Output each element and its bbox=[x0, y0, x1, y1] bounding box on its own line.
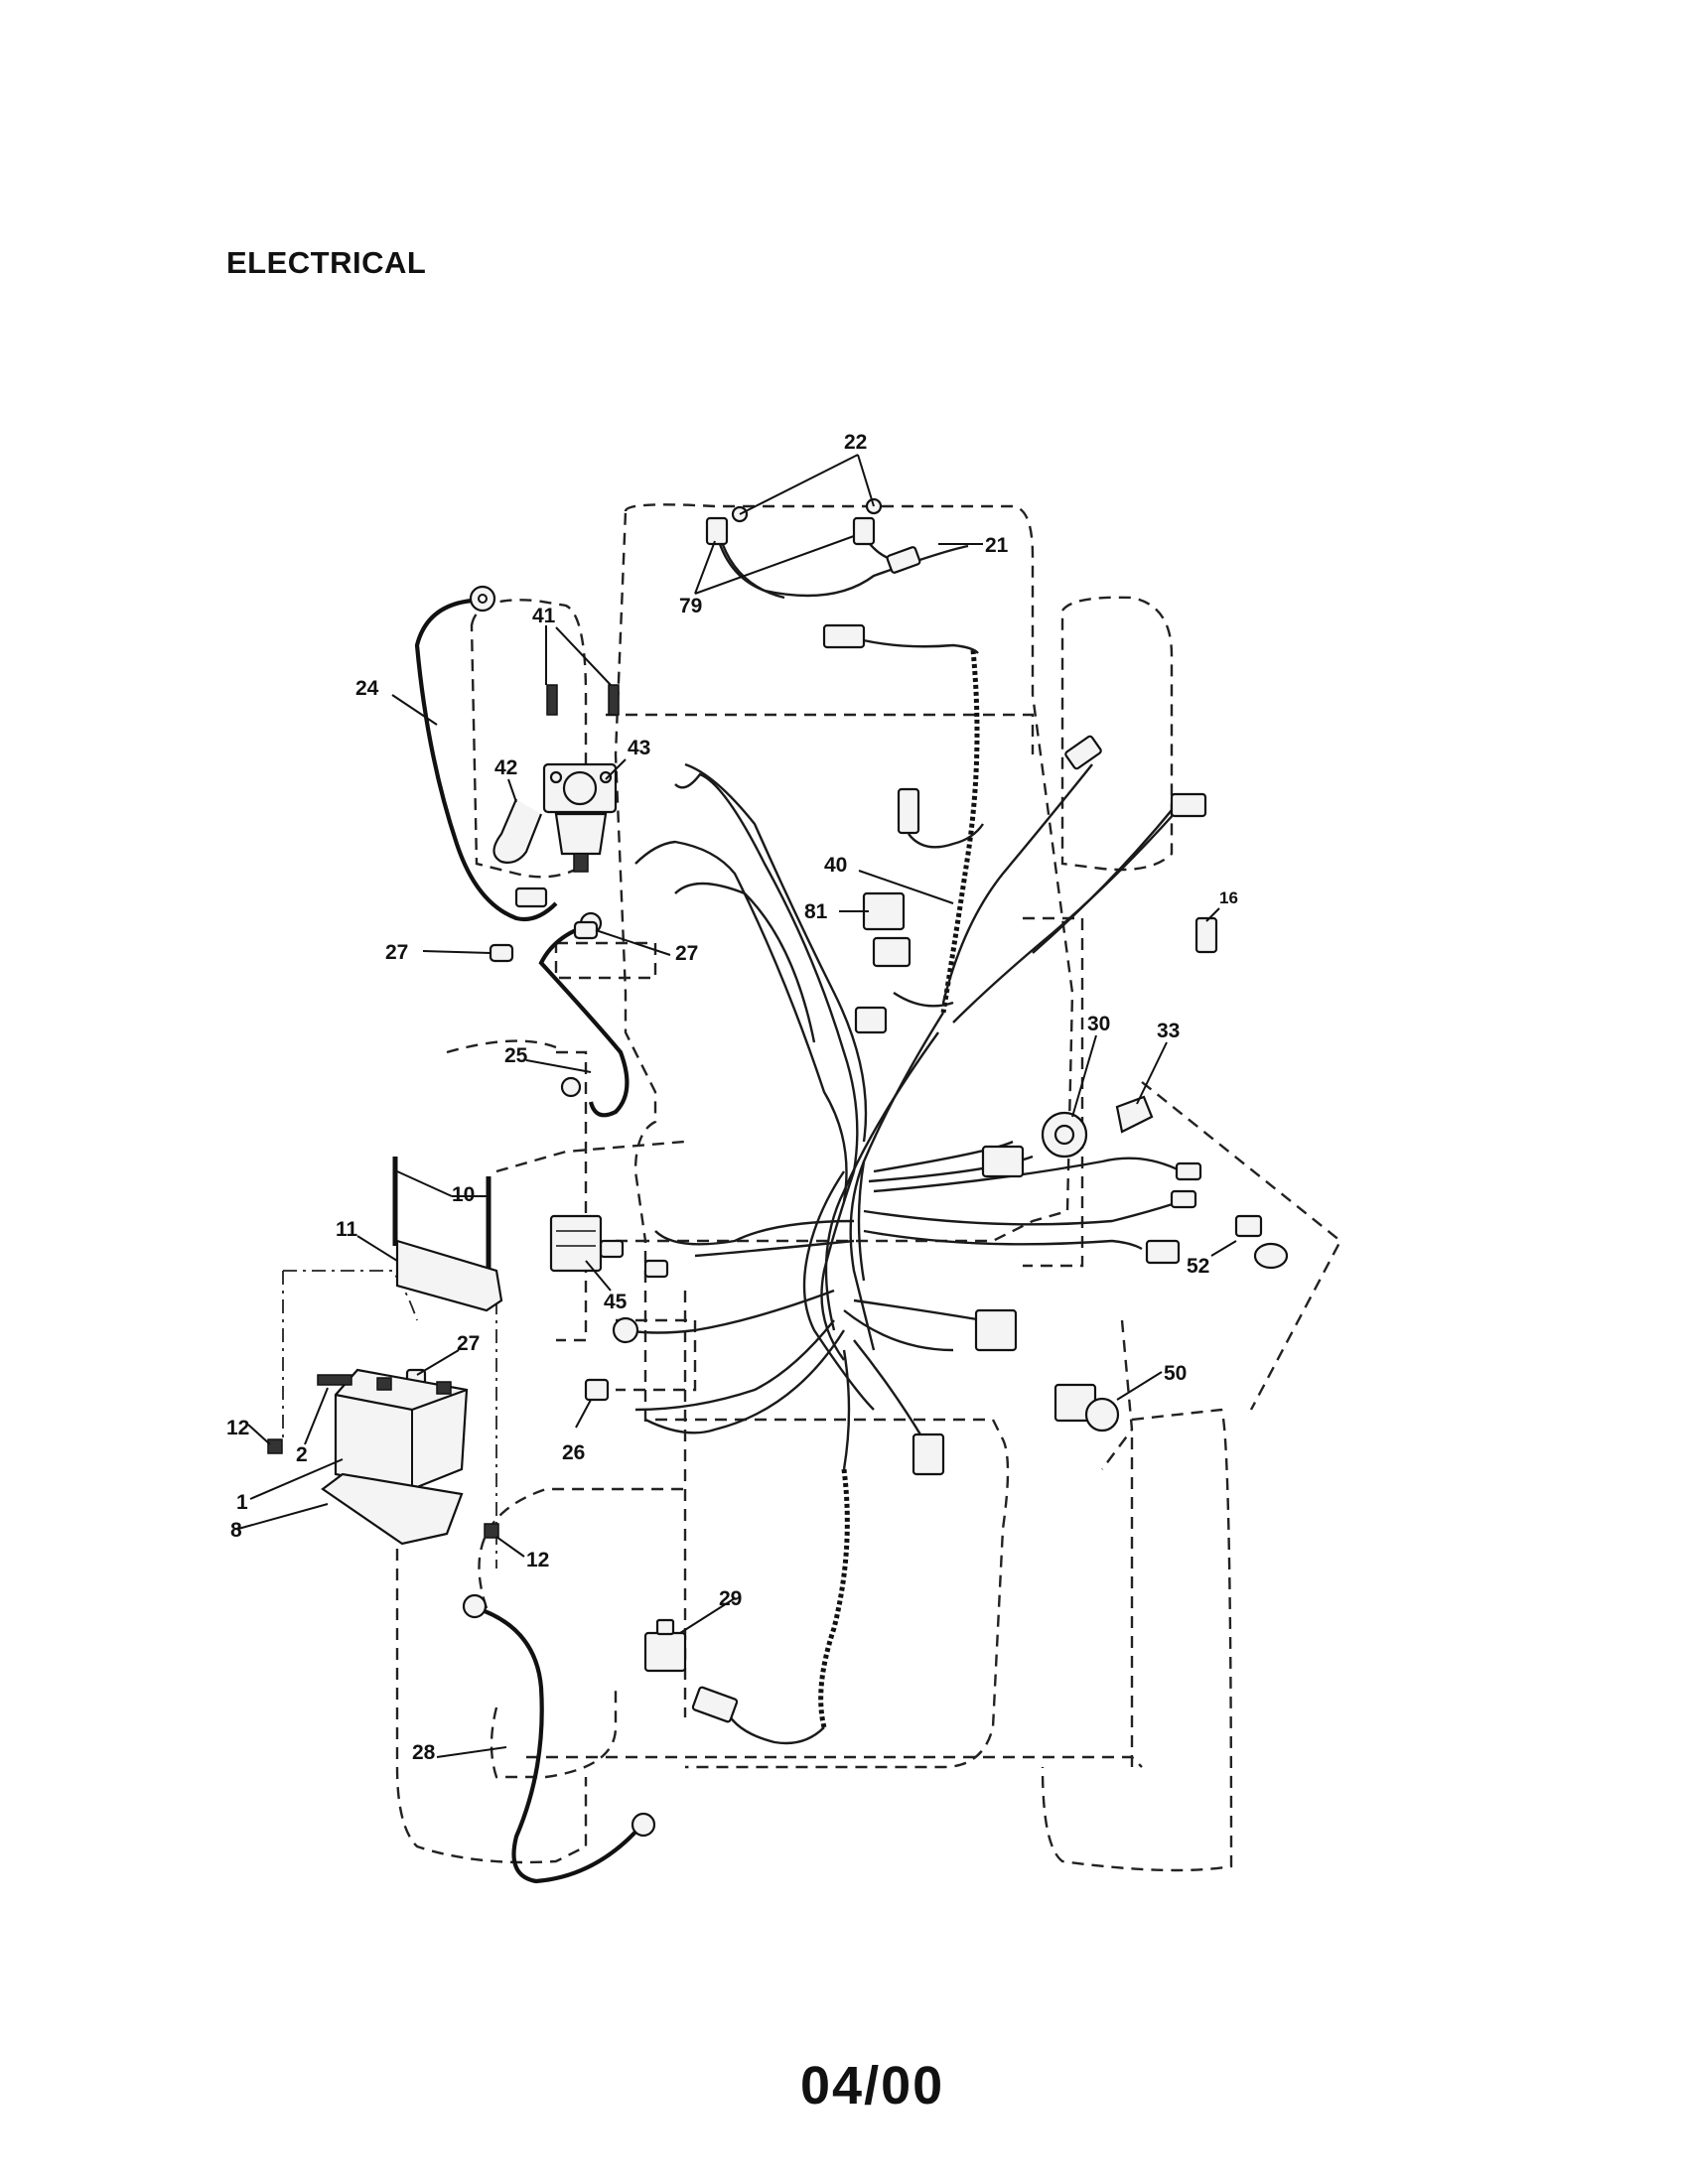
page-title: ELECTRICAL bbox=[226, 245, 427, 280]
callout-45: 45 bbox=[604, 1291, 628, 1313]
callout-50: 50 bbox=[1164, 1362, 1187, 1385]
callout-52: 52 bbox=[1187, 1255, 1209, 1278]
callout-10: 10 bbox=[452, 1183, 475, 1206]
callout-28: 28 bbox=[412, 1741, 436, 1764]
switch-16 bbox=[1194, 916, 1218, 954]
switch-50 bbox=[1053, 1383, 1120, 1433]
callout-27-right: 27 bbox=[675, 942, 698, 965]
main-wire-harness-40 bbox=[599, 623, 1207, 1745]
ignition-switch-30 bbox=[1041, 1111, 1088, 1159]
hold-down-11 bbox=[395, 1239, 503, 1312]
callout-26: 26 bbox=[562, 1441, 585, 1464]
nuts-12 bbox=[267, 1438, 499, 1539]
relay-81 bbox=[862, 891, 906, 931]
battery-tray-8 bbox=[321, 1472, 464, 1546]
callout-25: 25 bbox=[504, 1044, 528, 1067]
callout-42: 42 bbox=[494, 756, 517, 779]
terminal-boot-42 bbox=[492, 798, 543, 864]
callout-16: 16 bbox=[1219, 888, 1238, 907]
callout-labels: 22 21 79 41 24 42 43 40 81 16 27 27 25 3… bbox=[226, 431, 1238, 1764]
callout-29: 29 bbox=[719, 1587, 742, 1610]
callout-30: 30 bbox=[1087, 1013, 1110, 1035]
tractor-outline bbox=[282, 503, 1342, 1872]
callout-24: 24 bbox=[355, 677, 379, 700]
light-52 bbox=[1234, 1214, 1289, 1270]
starter-solenoid-43 bbox=[542, 762, 618, 873]
module-33 bbox=[1115, 1095, 1154, 1134]
callout-27-left: 27 bbox=[385, 941, 408, 964]
callout-43: 43 bbox=[628, 737, 650, 759]
switch-29 bbox=[643, 1618, 687, 1673]
callout-41: 41 bbox=[532, 605, 556, 627]
bolts-41 bbox=[546, 684, 620, 716]
ground-cable-28 bbox=[462, 1593, 656, 1884]
regulator-45 bbox=[549, 1214, 603, 1273]
callout-79: 79 bbox=[679, 595, 702, 617]
headlight-harness-21 bbox=[705, 497, 969, 600]
battery-1 bbox=[334, 1368, 469, 1491]
callout-2: 2 bbox=[296, 1443, 308, 1466]
callout-81: 81 bbox=[804, 900, 828, 923]
battery-cable-24 bbox=[414, 585, 558, 922]
callout-22: 22 bbox=[844, 431, 867, 454]
leader-lines bbox=[237, 454, 1237, 1758]
footer-date-code: 04/00 bbox=[800, 2056, 945, 2116]
bolt-2 bbox=[317, 1374, 352, 1386]
callout-8: 8 bbox=[230, 1519, 242, 1542]
callout-11: 11 bbox=[336, 1218, 358, 1241]
callout-12-left: 12 bbox=[226, 1417, 249, 1439]
connector-26 bbox=[584, 1378, 610, 1402]
callout-21: 21 bbox=[985, 534, 1009, 557]
callout-12-right: 12 bbox=[526, 1549, 549, 1571]
callout-1: 1 bbox=[236, 1491, 248, 1514]
callout-40: 40 bbox=[824, 854, 847, 877]
callout-27-battery: 27 bbox=[457, 1332, 480, 1355]
callout-33: 33 bbox=[1157, 1020, 1180, 1042]
battery-rods-10 bbox=[392, 1157, 491, 1271]
